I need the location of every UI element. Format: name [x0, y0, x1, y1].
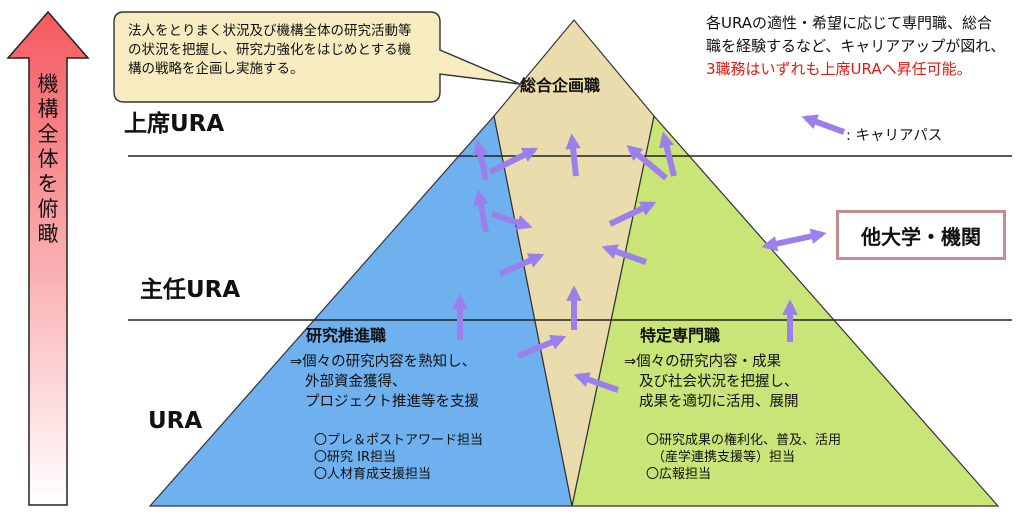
role-title-research-promotion: 研究推進職 — [306, 326, 387, 345]
role-title-specialist: 特定専門職 — [640, 326, 721, 345]
career-path-arrow — [498, 253, 545, 277]
career-path-arrow — [573, 372, 619, 393]
callout-bubble — [113, 11, 521, 103]
overview-arrow — [6, 10, 90, 506]
career-path-arrow — [488, 147, 539, 175]
description-line: ⇒個々の研究内容を熟知し、 — [290, 354, 477, 370]
vertical-label: 機構全体を俯瞰 — [37, 72, 59, 246]
role-title-general-planning: 総合企画職 — [520, 76, 601, 95]
other-institution-label: 他大学・機関 — [861, 224, 981, 249]
level-label-ura: URA — [148, 408, 203, 434]
career-path-arrow — [516, 334, 567, 359]
career-path-arrow — [659, 131, 677, 177]
description-line: 成果を適切に活用、展開 — [639, 394, 799, 410]
career-path-arrow — [608, 201, 657, 227]
career-path-arrow — [565, 133, 581, 177]
description-line: プロジェクト推進等を支援 — [305, 394, 479, 410]
callout-text: 法人をとりまく状況及び機構全体の研究活動等の状況を把握し、研究力強化をはじめとす… — [128, 23, 412, 77]
career-path-arrow — [491, 211, 533, 230]
career-path-arrow — [473, 189, 489, 233]
research-promotion-description: ⇒個々の研究内容を熟知し、 外部資金獲得、 プロジェクト推進等を支援 — [290, 352, 479, 412]
other-institution-arrow — [761, 228, 827, 252]
specialist-duties: 〇研究成果の権利化、普及、活用 （産学連携支援等）担当 〇広報担当 — [646, 432, 841, 483]
career-path-arrows — [452, 114, 846, 393]
career-note-highlight: 3職務はいずれも上席URAへ昇任可能。 — [706, 60, 972, 78]
level-label-senior-ura: 上席URA — [124, 111, 225, 137]
specialist-description: ⇒個々の研究内容・成果 及び社会状況を把握し、 成果を適切に活用、展開 — [624, 352, 799, 412]
duty-item: 〇研究成果の権利化、普及、活用 — [646, 433, 842, 448]
description-line: 外部資金獲得、 — [305, 374, 407, 390]
career-note: 各URAの適性・希望に応じて専門職、総合職を経験するなど、キャリアアップが図れ、… — [706, 12, 1006, 81]
description-line: 及び社会状況を把握し、 — [639, 374, 799, 390]
duty-item: 〇研究 IR担当 — [314, 450, 396, 465]
other-institution-box: 他大学・機関 — [836, 210, 1006, 260]
duty-item: 〇プレ＆ポストアワード担当 — [314, 433, 484, 448]
description-line: ⇒個々の研究内容・成果 — [624, 354, 782, 370]
legend-label: : キャリアパス — [846, 128, 943, 144]
career-path-arrow — [626, 145, 668, 181]
career-path-arrow — [472, 139, 489, 181]
duty-item: 〇人材育成支援担当 — [314, 467, 432, 482]
duty-item: 〇広報担当 — [646, 467, 712, 482]
pyramid-center-section — [493, 19, 655, 507]
level-label-chief-ura: 主任URA — [140, 277, 241, 303]
career-note-text: 各URAの適性・希望に応じて専門職、総合職を経験するなど、キャリアアップが図れ、 — [706, 14, 1006, 55]
legend-arrow — [801, 114, 846, 135]
duty-item: （産学連携支援等）担当 — [652, 450, 796, 465]
research-promotion-duties: 〇プレ＆ポストアワード担当 〇研究 IR担当 〇人材育成支援担当 — [314, 432, 483, 483]
career-path-arrow — [601, 244, 647, 265]
